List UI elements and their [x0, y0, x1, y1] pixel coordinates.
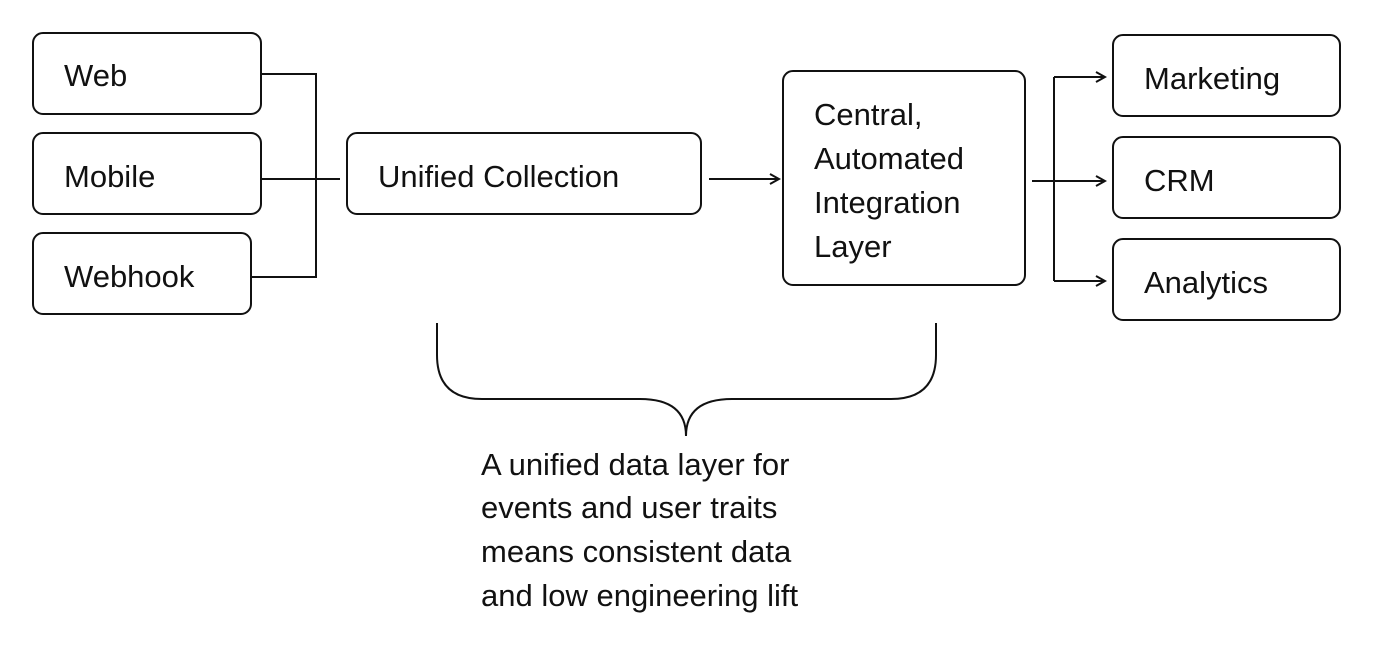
collection-label: Unified Collection: [378, 159, 619, 194]
integration-line: Integration: [814, 185, 961, 220]
destination-label: Analytics: [1144, 265, 1268, 300]
source-label: Mobile: [64, 159, 155, 194]
caption: A unified data layer for events and user…: [481, 447, 798, 613]
source-label: Web: [64, 58, 127, 93]
caption-line: and low engineering lift: [481, 578, 798, 613]
destination-label: CRM: [1144, 163, 1215, 198]
integration-line: Automated: [814, 141, 964, 176]
integration-layer-box: Central, Automated Integration Layer: [782, 70, 1026, 286]
curly-brace: [436, 323, 937, 437]
destination-analytics: Analytics: [1112, 238, 1341, 321]
source-web: Web: [32, 32, 262, 115]
merge-connector: [251, 73, 340, 278]
caption-line: means consistent data: [481, 534, 792, 569]
source-mobile: Mobile: [32, 132, 262, 215]
integration-line: Layer: [814, 229, 892, 264]
fanout-connector: [1032, 77, 1055, 281]
destination-marketing: Marketing: [1112, 34, 1341, 117]
unified-collection-box: Unified Collection: [346, 132, 702, 215]
destination-crm: CRM: [1112, 136, 1341, 219]
caption-line: A unified data layer for: [481, 447, 789, 482]
source-label: Webhook: [64, 259, 195, 294]
destination-label: Marketing: [1144, 61, 1280, 96]
source-webhook: Webhook: [32, 232, 252, 315]
integration-line: Central,: [814, 97, 923, 132]
caption-line: events and user traits: [481, 490, 777, 525]
